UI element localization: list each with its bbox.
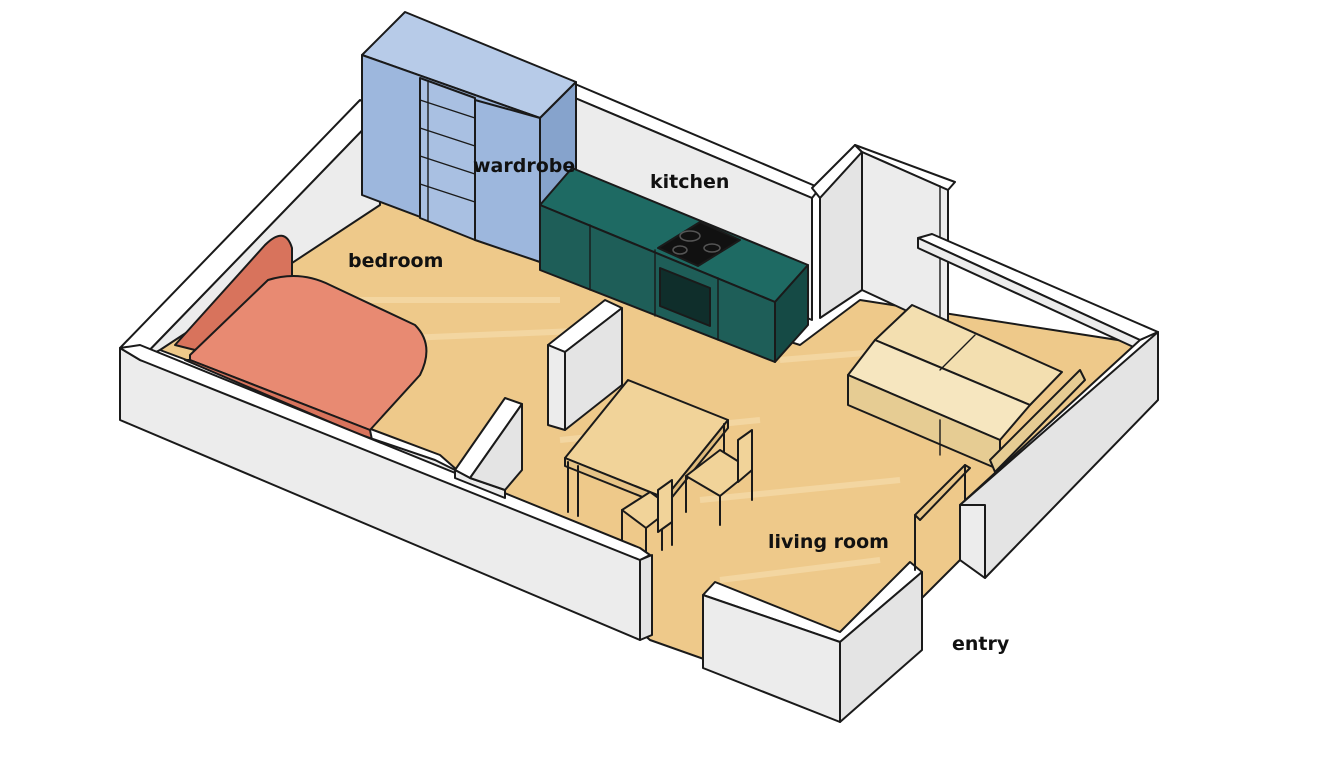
label-living-room: living room [768, 531, 889, 553]
wall-back-right [854, 144, 956, 331]
partition-wall [547, 299, 623, 431]
kitchen-unit [539, 167, 809, 363]
label-bedroom: bedroom [348, 250, 443, 272]
kitchen-doors [589, 224, 719, 341]
wall-front-right [702, 561, 923, 723]
wall-front-left [119, 344, 653, 641]
entry-door [914, 464, 971, 571]
chair-right [685, 429, 753, 526]
wardrobe-shelves [419, 81, 476, 221]
wardrobe [361, 11, 577, 263]
wall-front-mid [454, 397, 523, 499]
dining-table [564, 379, 753, 559]
sofa [847, 304, 1086, 473]
wall-living-right [917, 233, 1159, 579]
label-wardrobe: wardrobe [473, 155, 575, 177]
label-kitchen: kitchen [650, 171, 729, 193]
oven-icon [659, 267, 711, 327]
chair-left [621, 479, 673, 559]
label-entry: entry [952, 633, 1010, 655]
